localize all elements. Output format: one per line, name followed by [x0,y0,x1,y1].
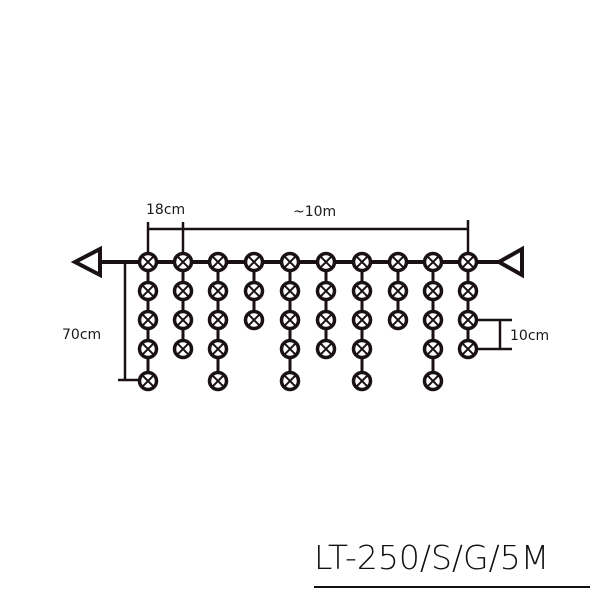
bulb-icon [207,370,229,392]
bulb-icon [422,251,444,273]
bulb-icon [243,251,265,273]
bulb-icon [207,309,229,331]
bulb-icon [457,280,479,302]
drop-column [351,251,373,392]
bulb-spacing-label: 18cm [146,202,185,218]
bulb-icon [207,338,229,360]
bulb-icon [243,309,265,331]
length-dimension [146,220,470,253]
bulb-icon [422,338,444,360]
drop-column [387,251,409,331]
bulb-icon [315,251,337,273]
bulb-icon [137,338,159,360]
bulb-icon [351,309,373,331]
bulb-icon [279,338,301,360]
bulb-icon [172,309,194,331]
bulb-icon [422,309,444,331]
bulb-icon [172,280,194,302]
bulb-icon [315,309,337,331]
bulb-icon [172,338,194,360]
bulb-icon [422,280,444,302]
bulb-icon [207,251,229,273]
drop-column [279,251,301,392]
bulb-icon [279,280,301,302]
total-length-label: ~10m [293,204,336,220]
drop-column [172,251,194,360]
bulb-icon [279,251,301,273]
bulb-icon [351,338,373,360]
bulb-icon [137,280,159,302]
bulb-icon [351,251,373,273]
bulb-icon [387,251,409,273]
bulb-icon [279,309,301,331]
right-connector-icon [494,245,524,279]
bulb-icon [351,370,373,392]
bulb-icon [387,280,409,302]
vertical-spacing-dimension [477,318,512,351]
bulb-icon [172,251,194,273]
drop-column [207,251,229,392]
drop-column [137,251,159,392]
bulb-icon [315,280,337,302]
drop-column [457,251,479,360]
bulb-icon [351,280,373,302]
bulb-icon [315,338,337,360]
drop-column [243,251,265,331]
drop-column [422,251,444,392]
model-title: LT-250/S/G/5M [314,538,550,577]
bulb-icon [457,251,479,273]
left-connector-icon [70,245,102,279]
drop-height-label: 70cm [62,327,101,343]
bulb-icon [137,309,159,331]
bulb-icon [279,370,301,392]
bulb-icon [243,280,265,302]
bulb-icon [207,280,229,302]
light-drops [137,251,479,392]
bulb-icon [137,370,159,392]
bulb-icon [457,338,479,360]
bulb-icon [457,309,479,331]
bulb-icon [422,370,444,392]
bulb-icon [387,309,409,331]
title-underline [314,586,590,588]
drop-column [315,251,337,360]
drop-height-dimension [118,262,139,382]
bulb-icon [137,251,159,273]
vertical-spacing-label: 10cm [510,328,549,344]
